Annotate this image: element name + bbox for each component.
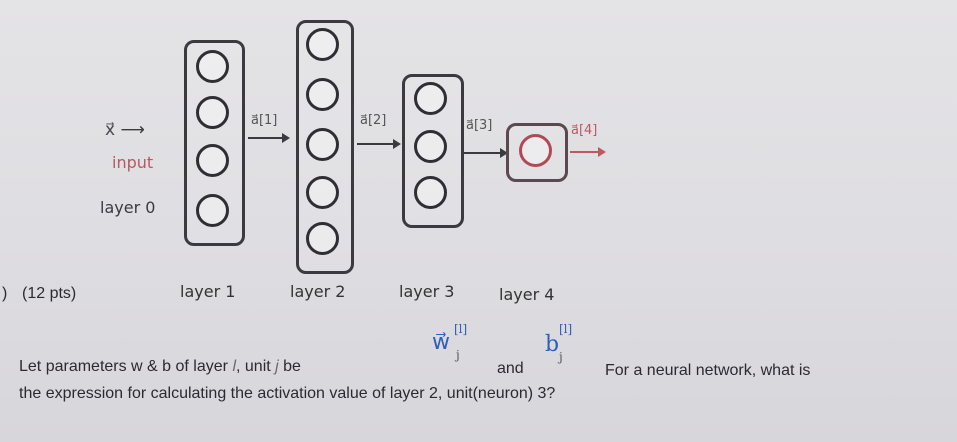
question-line-1-end: For a neural network, what is <box>605 362 811 379</box>
question-line-2: the expression for calculating the activ… <box>19 385 556 402</box>
activation-2-label: a⃗[2] <box>360 113 387 128</box>
output-arrow-head-icon <box>598 147 606 157</box>
layer2-neuron <box>306 222 339 255</box>
w-symbol: w⃗ <box>432 330 450 355</box>
layer2-neuron <box>306 128 339 161</box>
layer4-label: layer 4 <box>499 285 555 304</box>
input-arrow-icon: ⟶ <box>120 120 145 140</box>
input-label: input <box>112 153 154 172</box>
activation-1-label: a⃗[1] <box>251 113 278 128</box>
arrow-head-icon <box>282 133 290 143</box>
layer1-neuron <box>196 96 229 129</box>
layer1-neuron <box>196 144 229 177</box>
output-arrow-icon <box>570 151 600 153</box>
arrow-icon <box>357 143 395 145</box>
unit-variable: j <box>275 358 279 375</box>
layer1-neuron <box>196 50 229 83</box>
and-text: and <box>497 360 524 377</box>
w-notation: w⃗ [l] j <box>432 322 467 362</box>
question-line-1: Let parameters w & b of layer l, unit j … <box>19 356 949 378</box>
layer1-neuron <box>196 194 229 227</box>
activation-3-label: a⃗[3] <box>466 118 493 133</box>
question-number: ) <box>2 285 8 302</box>
layer3-neuron <box>414 82 447 115</box>
b-notation: b [l] j <box>545 322 572 364</box>
layer3-neuron <box>414 176 447 209</box>
arrow-head-icon <box>500 148 508 158</box>
arrow-icon <box>464 152 502 154</box>
points-label: (12 pts) <box>22 285 77 302</box>
b-subscript: j <box>559 350 563 364</box>
layer-variable: l <box>232 358 236 375</box>
b-symbol: b <box>545 332 560 357</box>
layer4-neuron <box>519 134 552 167</box>
layer2-neuron <box>306 78 339 111</box>
input-vector-label: x⃗ ⟶ <box>105 120 145 140</box>
question-text-start: Let parameters w & b of layer <box>19 358 228 375</box>
arrow-icon <box>248 137 284 139</box>
w-subscript: j <box>456 348 460 362</box>
layer2-neuron <box>306 176 339 209</box>
input-vector-symbol: x⃗ <box>105 120 116 140</box>
be-text: be <box>283 358 301 375</box>
layer2-label: layer 2 <box>290 282 346 301</box>
layer2-neuron <box>306 28 339 61</box>
layer3-label: layer 3 <box>399 282 455 301</box>
activation-4-label: a⃗[4] <box>571 123 598 138</box>
layer1-label: layer 1 <box>180 282 236 301</box>
layer3-neuron <box>414 130 447 163</box>
unit-text: , unit <box>236 358 271 375</box>
w-superscript: [l] <box>454 322 468 336</box>
layer0-label: layer 0 <box>100 198 156 217</box>
arrow-head-icon <box>393 139 401 149</box>
b-superscript: [l] <box>559 322 573 336</box>
